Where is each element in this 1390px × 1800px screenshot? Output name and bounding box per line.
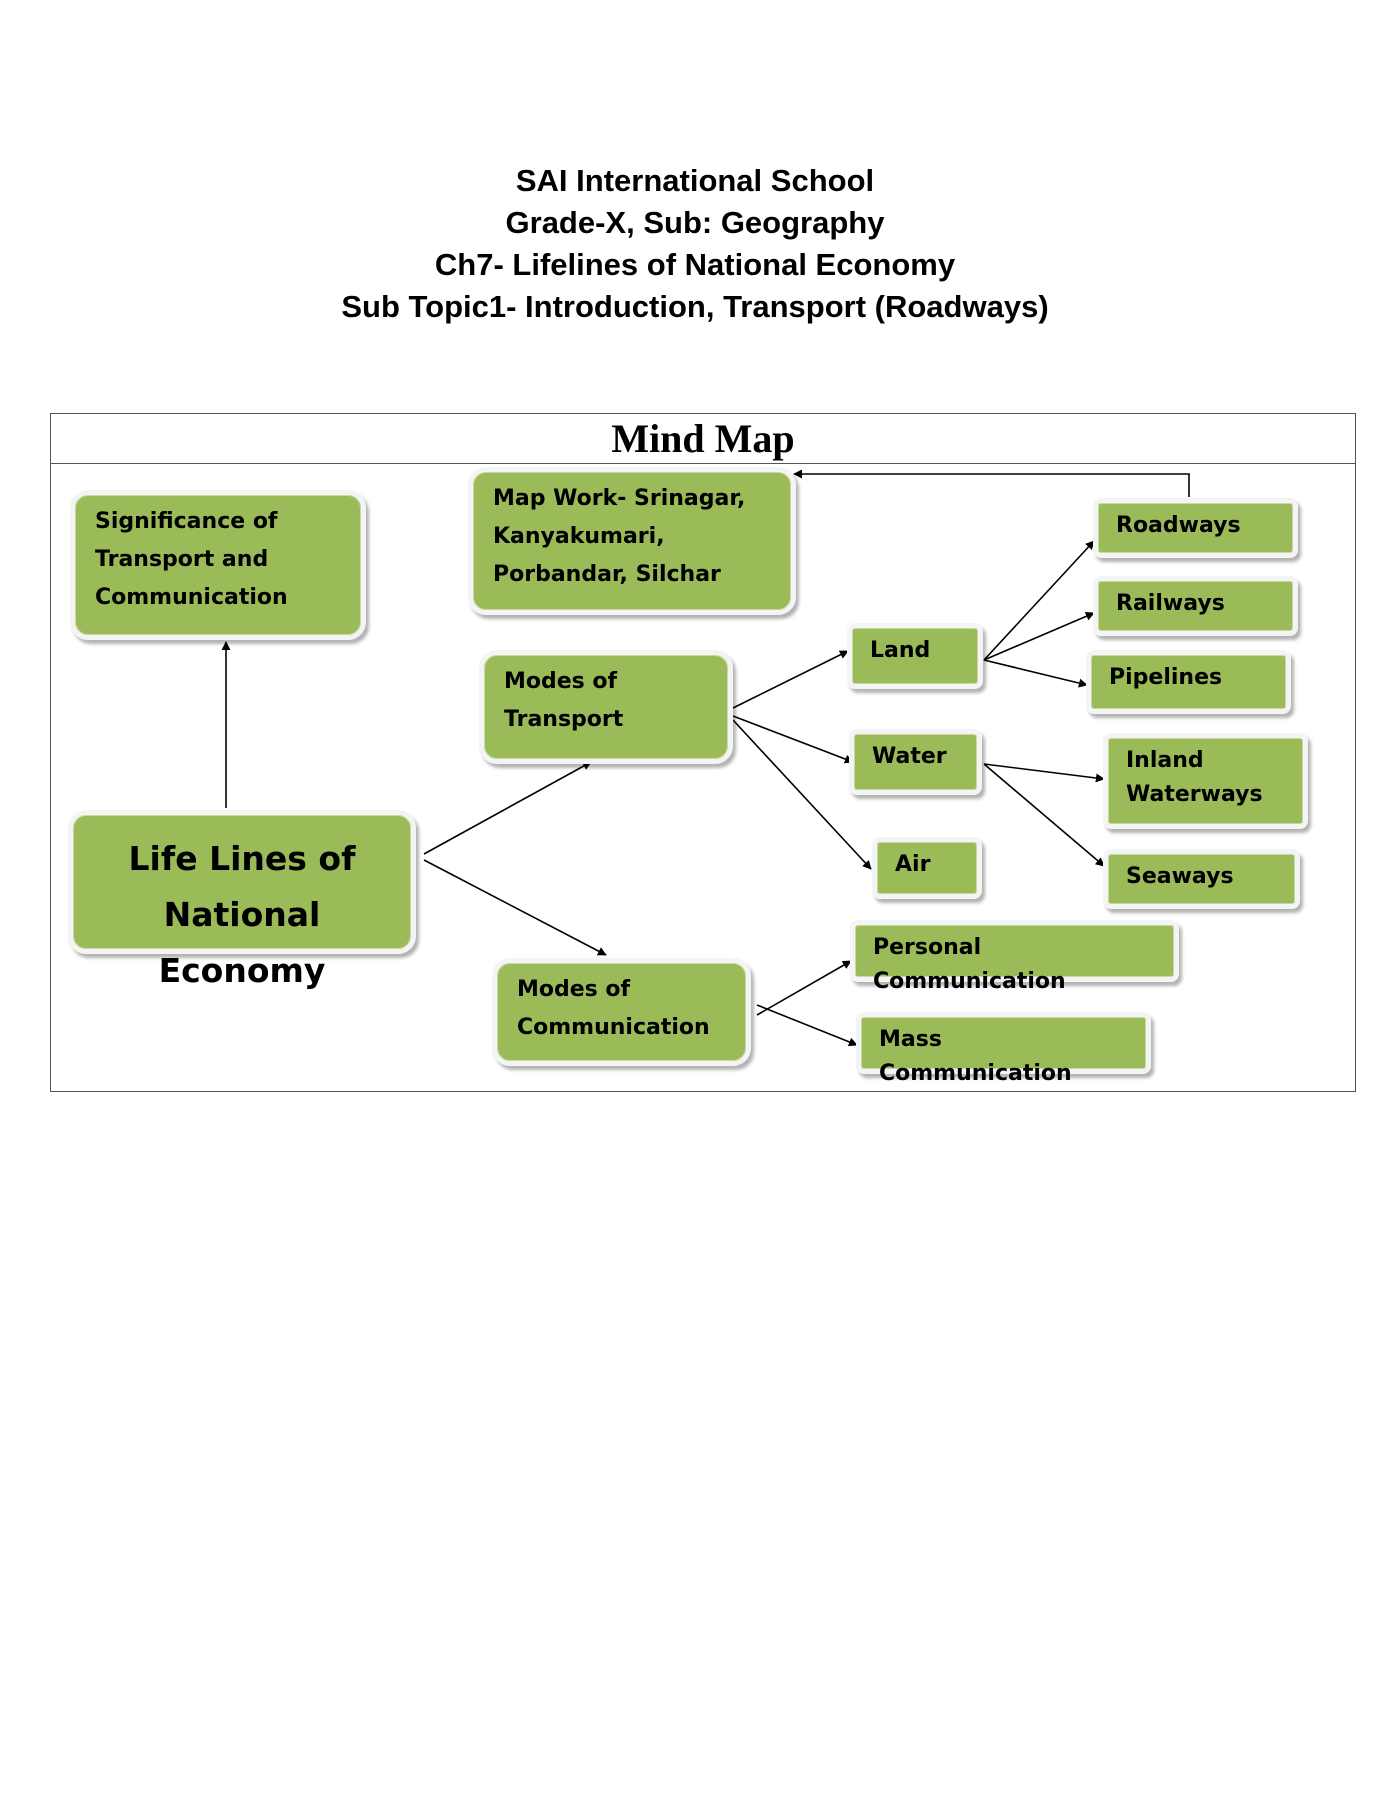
arrow-transport-to-water [732, 715, 854, 764]
chapter-title: Ch7- Lifelines of National Economy [434, 247, 956, 282]
node-roadways: Roadways [1093, 498, 1298, 558]
node-land: Land [847, 623, 983, 689]
document-header: SAI International School Grade-X, Sub: G… [0, 160, 1390, 328]
school-name: SAI International School [515, 163, 875, 198]
node-life-lines: Life Lines of National Economy [68, 810, 416, 990]
node-inland-waterways: Inland Waterways [1103, 733, 1308, 829]
mind-map-frame: Mind Map [50, 413, 1356, 1092]
node-significance-label: Significance of Transport and Communicat… [95, 509, 288, 610]
node-personal-communication: Personal Communication [850, 920, 1179, 994]
arrow-water-to-inland [983, 763, 1105, 783]
node-seaways: Seaways [1103, 849, 1300, 909]
node-modes-of-transport: Modes of Transport [479, 650, 733, 764]
node-mass-communication: Mass Communication [856, 1012, 1151, 1086]
arrow-life-to-communication [423, 859, 607, 956]
node-water-label: Water [872, 744, 947, 769]
arrow-transport-to-land [732, 650, 849, 709]
node-railways-label: Railways [1116, 591, 1225, 616]
node-modes-of-communication: Modes of Communication [492, 958, 751, 1066]
arrow-communication-to-personal [756, 960, 852, 1016]
grade-subject: Grade-X, Sub: Geography [505, 205, 885, 240]
mind-map-title: Mind Map [51, 414, 1355, 464]
node-map-work-label: Map Work- Srinagar, Kanyakumari, Porband… [493, 486, 746, 587]
arrow-land-to-roadways [983, 540, 1095, 661]
arrow-land-to-pipelines [983, 659, 1088, 688]
node-pipelines-label: Pipelines [1109, 665, 1223, 690]
node-air-label: Air [895, 852, 931, 877]
arrow-land-to-railways [983, 612, 1095, 661]
sub-topic: Sub Topic1- Introduction, Transport (Roa… [341, 289, 1049, 324]
node-modes-of-transport-label: Modes of Transport [504, 669, 624, 732]
node-significance: Significance of Transport and Communicat… [70, 490, 366, 640]
node-modes-of-communication-label: Modes of Communication [517, 977, 710, 1040]
node-map-work: Map Work- Srinagar, Kanyakumari, Porband… [468, 467, 796, 615]
node-mass-communication-label: Mass Communication [879, 1027, 1072, 1086]
node-air: Air [872, 837, 982, 899]
arrow-life-to-transport [423, 761, 592, 855]
arrow-transport-to-air [732, 719, 872, 870]
node-land-label: Land [870, 638, 931, 663]
node-roadways-label: Roadways [1116, 513, 1241, 538]
node-seaways-label: Seaways [1126, 864, 1234, 889]
node-water: Water [849, 729, 982, 795]
node-pipelines: Pipelines [1086, 650, 1291, 714]
arrow-water-to-seaways [983, 763, 1105, 867]
node-personal-communication-label: Personal Communication [873, 935, 1066, 994]
node-inland-waterways-label: Inland Waterways [1126, 748, 1263, 807]
node-railways: Railways [1093, 576, 1298, 636]
arrow-communication-to-mass [756, 1004, 858, 1047]
arrow-roadways-to-map-work [793, 469, 1190, 497]
node-life-lines-label: Life Lines of National Economy [128, 839, 356, 990]
